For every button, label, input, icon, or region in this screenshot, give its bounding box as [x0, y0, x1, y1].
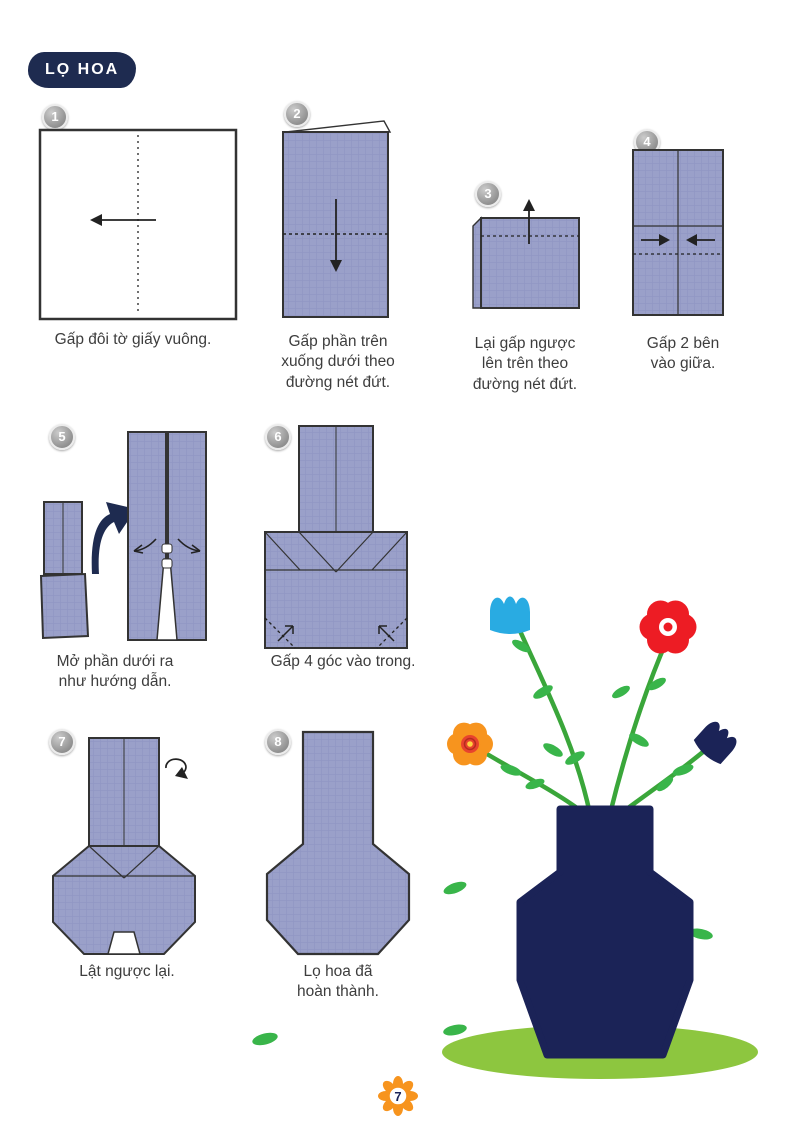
corner-fold-arrow-right-icon [378, 625, 395, 642]
scattered-leaves [443, 881, 713, 1036]
navy-tulip-flower [693, 721, 737, 765]
vase-body [52, 845, 196, 955]
bottom-notch [107, 931, 141, 955]
folded-top-edge [285, 120, 392, 133]
step-1-caption: Gấp đôi tờ giấy vuông. [54, 331, 212, 348]
finished-paper-vase [265, 730, 411, 956]
fold-left-arrow-icon [686, 234, 715, 246]
big-flip-arrow-icon [91, 502, 136, 574]
title-badge: LỌ HOA [28, 52, 137, 88]
flip-over-arrow-icon [165, 758, 188, 779]
step-2-diagram [282, 120, 392, 318]
step-7-diagram [52, 737, 196, 955]
open-left-arrow-icon [133, 538, 157, 554]
corner-fold-arrow-left-icon [277, 625, 294, 642]
vase-illustration [442, 596, 758, 1079]
step-7-caption: Lật ngược lại. [79, 963, 175, 980]
step-5-diagram [39, 431, 207, 641]
step-1-number: 1 [42, 104, 68, 130]
fold-left-arrow-icon [90, 214, 156, 226]
red-flower [639, 600, 697, 654]
opened-piece [127, 431, 207, 641]
step-1-diagram [38, 128, 238, 321]
stem-leaves [500, 639, 694, 792]
step-3-caption: Lại gấp ngược lên trên theo đường nét đứ… [472, 335, 578, 393]
step-6-diagram [264, 425, 408, 649]
page-number: 7 [394, 1089, 401, 1104]
step-2-number: 2 [284, 101, 310, 127]
step-7-number: 7 [49, 729, 75, 755]
step-3-number: 3 [475, 181, 501, 207]
orange-flower [447, 722, 493, 766]
step-8-caption: Lọ hoa đã hoàn thành. [297, 963, 379, 1001]
blue-tulip-flower [490, 596, 530, 634]
page-number-flower: 7 [378, 1076, 418, 1116]
step-2-caption: Gấp phần trên xuống dưới theo đường nét … [281, 333, 395, 391]
folded-piece-small [39, 501, 90, 640]
fold-up-arrow-icon [523, 199, 535, 244]
step-4-caption: Gấp 2 bên vào giữa. [646, 335, 720, 373]
navy-vase [516, 805, 694, 1059]
step-4-diagram [632, 149, 724, 316]
vase-body [264, 531, 408, 649]
paper-back-layer [472, 216, 482, 309]
square-paper [38, 128, 238, 321]
step-6-caption: Gấp 4 góc vào trong. [270, 653, 416, 670]
open-right-arrow-icon [177, 538, 201, 554]
step-8-number: 8 [265, 729, 291, 755]
step-6-number: 6 [265, 424, 291, 450]
floor-leaf [252, 1032, 278, 1046]
fold-right-arrow-icon [641, 234, 670, 246]
step-8-diagram [265, 730, 411, 956]
folded-paper [480, 217, 580, 309]
step-5-number: 5 [49, 424, 75, 450]
step-3-diagram [472, 199, 580, 309]
fold-down-arrow-icon [330, 199, 342, 272]
step-5-caption: Mở phần dưới ra như hướng dẫn. [56, 653, 174, 691]
